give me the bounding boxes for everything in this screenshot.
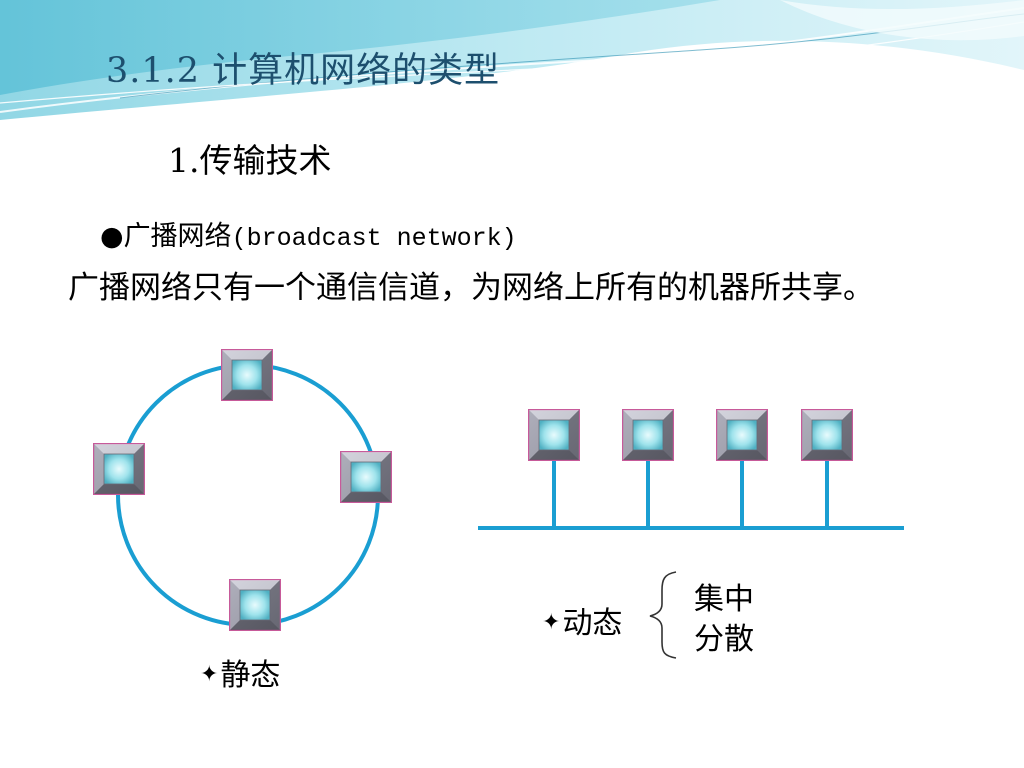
wave-band-mid (0, 0, 720, 95)
ring-label-text: 静态 (220, 658, 281, 693)
left-curly-brace-icon (649, 571, 677, 659)
wave-crest-right (780, 0, 1024, 41)
bus-node-3 (716, 409, 768, 461)
ring-label: ✦静态 (200, 650, 280, 694)
bus-label: ✦动态 (542, 598, 622, 642)
bullet-label: 广播网络 (123, 221, 232, 252)
bus-option-distributed: 分散 (694, 622, 754, 657)
bullet-broadcast-network: ●广播网络(broadcast network) (100, 214, 517, 253)
ring-network (93, 349, 392, 631)
bus-option-centralized: 集中 (694, 582, 754, 617)
description-text: 广播网络只有一个通信信道，为网络上所有的机器所共享。 (68, 270, 874, 306)
four-point-star-icon: ✦ (200, 662, 219, 687)
bullet-english: (broadcast network) (231, 224, 517, 253)
bullet-marker: ● (100, 221, 124, 252)
wave-line-3 (0, 21, 1024, 104)
section-subtitle: 1.传输技术 (168, 141, 332, 180)
four-point-star-icon: ✦ (542, 610, 561, 635)
bus-node-1 (528, 409, 580, 461)
ring-node-bottom (229, 579, 281, 631)
bus-node-2 (622, 409, 674, 461)
ring-node-left (93, 443, 145, 495)
slide-title: 3.1.2 计算机网络的类型 (106, 51, 501, 91)
bus-node-4 (801, 409, 853, 461)
bus-network (478, 409, 904, 530)
bus-label-text: 动态 (562, 606, 623, 641)
ring-node-top (221, 349, 273, 401)
ring-node-right (340, 451, 392, 503)
